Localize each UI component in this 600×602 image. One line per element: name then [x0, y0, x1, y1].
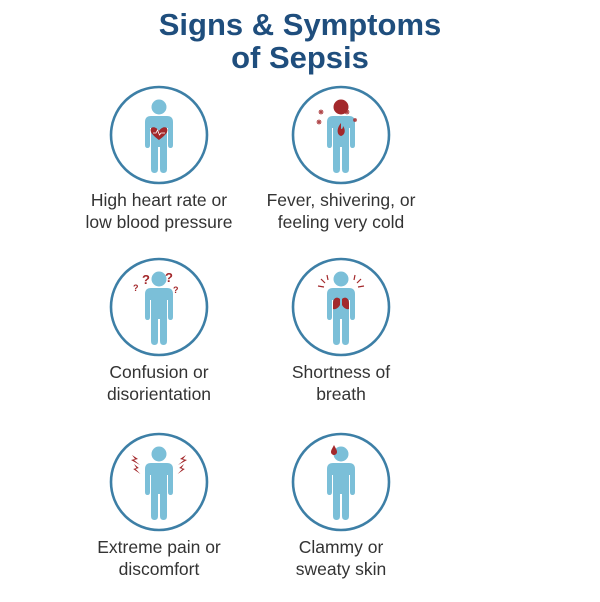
pain-bolts-icon	[109, 432, 209, 532]
symptom-card: Clammy or sweaty skin	[241, 432, 441, 602]
symptom-card: Fever, shivering, or feeling very cold	[241, 85, 441, 255]
symptom-label: Fever, shivering, or feeling very cold	[221, 189, 461, 233]
symptom-card: Shortness of breath	[241, 257, 441, 427]
title-line-1: Signs & Symptoms	[158, 7, 442, 42]
symptom-label-line-1: Confusion or	[109, 362, 209, 382]
svg-text:?: ?	[173, 285, 179, 295]
symptom-card: High heart rate or low blood pressure	[59, 85, 259, 255]
symptom-label-line-1: Fever, shivering, or	[266, 190, 416, 210]
sweat-drop-icon	[291, 432, 391, 532]
symptom-label-line-2: sweaty skin	[295, 559, 387, 579]
symptom-label-line-1: Clammy or	[298, 537, 384, 557]
symptom-label-line-2: discomfort	[118, 559, 200, 579]
symptom-label: Clammy or sweaty skin	[221, 536, 461, 580]
svg-text:?: ?	[142, 272, 150, 287]
svg-text:?: ?	[165, 270, 173, 285]
symptom-label-line-1: Shortness of	[291, 362, 391, 382]
page-title: Signs & Symptoms of Sepsis	[0, 8, 600, 74]
symptom-label: Extreme pain or discomfort	[39, 536, 279, 580]
lungs-icon	[291, 257, 391, 357]
symptom-label: Confusion or disorientation	[39, 361, 279, 405]
symptom-label-line-2: low blood pressure	[85, 212, 233, 232]
symptom-label-line-1: Extreme pain or	[97, 537, 221, 557]
symptom-card: Extreme pain or discomfort	[59, 432, 259, 602]
title-line-2: of Sepsis	[231, 40, 369, 75]
symptom-label-line-2: disorientation	[106, 384, 212, 404]
symptom-label: High heart rate or low blood pressure	[39, 189, 279, 233]
symptom-label-line-2: feeling very cold	[277, 212, 405, 232]
svg-text:?: ?	[133, 283, 139, 293]
symptom-label: Shortness of breath	[221, 361, 461, 405]
symptom-label-line-2: breath	[316, 384, 366, 404]
fever-icon	[291, 85, 391, 185]
question-marks-icon: ????	[109, 257, 209, 357]
symptom-card: ???? Confusion or disorientation	[59, 257, 259, 427]
symptom-label-line-1: High heart rate or	[90, 190, 228, 210]
heart-icon	[109, 85, 209, 185]
